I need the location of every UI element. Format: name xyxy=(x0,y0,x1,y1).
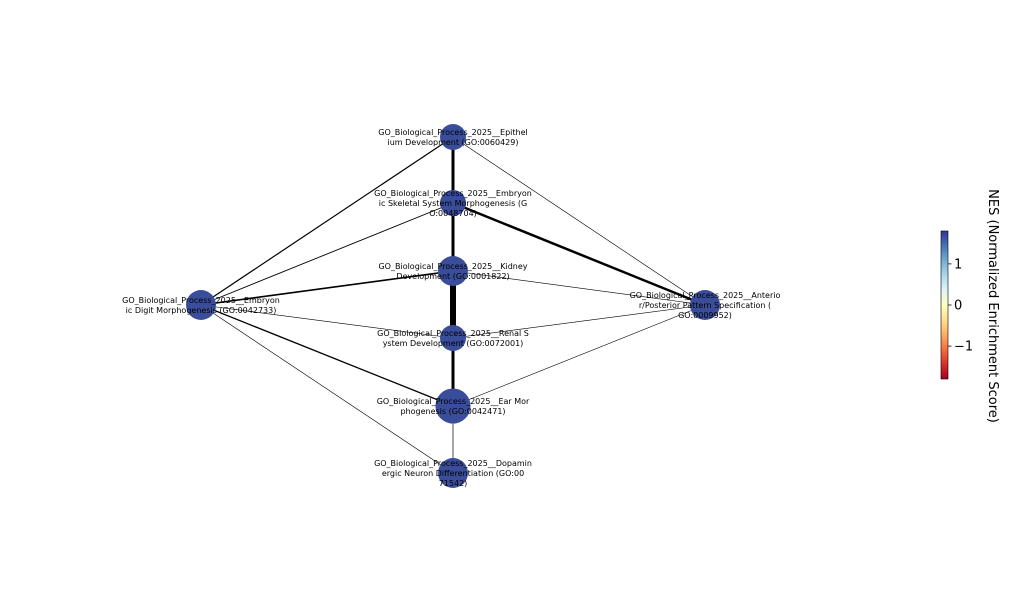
edge-digit-dopamine xyxy=(200,304,454,474)
edge-epithelium-ap xyxy=(452,136,706,306)
edge-digit-kidney xyxy=(200,270,454,306)
node-ap[interactable] xyxy=(690,290,720,320)
node-label-line: O:0048704) xyxy=(429,209,477,218)
colorbar: 1 0 −1 NES (Normalized Enrichment Score) xyxy=(940,189,1000,423)
node-skeletal[interactable] xyxy=(440,190,466,216)
node-label-line: GO_Biological_Process_2025__Renal S xyxy=(377,329,529,338)
edge-digit-skeletal xyxy=(200,202,454,306)
node-label-line: ystem Development (GO:0072001) xyxy=(383,339,524,348)
node-label-line: ergic Neuron Differentiation (GO:00 xyxy=(382,469,524,478)
edge-digit-epithelium xyxy=(200,136,454,306)
colorbar-title: NES (Normalized Enrichment Score) xyxy=(985,189,1000,423)
nodes-layer xyxy=(186,124,720,488)
node-digit[interactable] xyxy=(186,290,216,320)
node-label-line: GO_Biological_Process_2025__Kidney xyxy=(378,262,527,271)
colorbar-tick-label: 0 xyxy=(954,299,962,314)
node-label-line: phogenesis (GO:0042471) xyxy=(400,407,505,416)
node-label-line: GO_Biological_Process_2025__Anterio xyxy=(630,291,781,300)
node-kidney[interactable] xyxy=(438,256,468,286)
colorbar-gradient xyxy=(940,230,949,380)
node-label-line: 71542) xyxy=(439,479,468,488)
node-dopamine[interactable] xyxy=(438,458,468,488)
node-label-line: Development (GO:0001822) xyxy=(396,272,509,281)
node-ear[interactable] xyxy=(435,388,471,424)
edge-ear-ap xyxy=(452,304,706,407)
node-renal[interactable] xyxy=(440,325,466,351)
colorbar-tick-label: −1 xyxy=(954,340,973,355)
node-label-line: GO:0009952) xyxy=(678,311,732,320)
colorbar-ticks: 1 0 −1 xyxy=(948,257,973,355)
edge-kidney-ap xyxy=(452,270,706,306)
edge-digit-renal xyxy=(200,304,454,339)
edge-digit-ear xyxy=(200,304,454,407)
node-label-line: GO_Biological_Process_2025__Embryon xyxy=(122,296,280,305)
node-label-line: ic Digit Morphogenesis (GO:0042733) xyxy=(126,306,277,315)
colorbar-tick-label: 1 xyxy=(954,257,962,272)
node-label-line: GO_Biological_Process_2025__Dopamin xyxy=(374,459,532,468)
node-label-line: ium Development (GO:0060429) xyxy=(388,138,519,147)
node-label-line: GO_Biological_Process_2025__Ear Mor xyxy=(377,397,530,406)
edge-skeletal-ap xyxy=(452,201,706,307)
node-label-line: GO_Biological_Process_2025__Embryon xyxy=(374,189,532,198)
node-epithelium[interactable] xyxy=(440,124,466,150)
node-label-line: ic Skeletal System Morphogenesis (G xyxy=(379,199,527,208)
node-label-line: r/Posterior Pattern Specification ( xyxy=(639,301,771,310)
node-label-line: GO_Biological_Process_2025__Epithel xyxy=(378,128,527,137)
edge-renal-ap xyxy=(452,304,706,339)
